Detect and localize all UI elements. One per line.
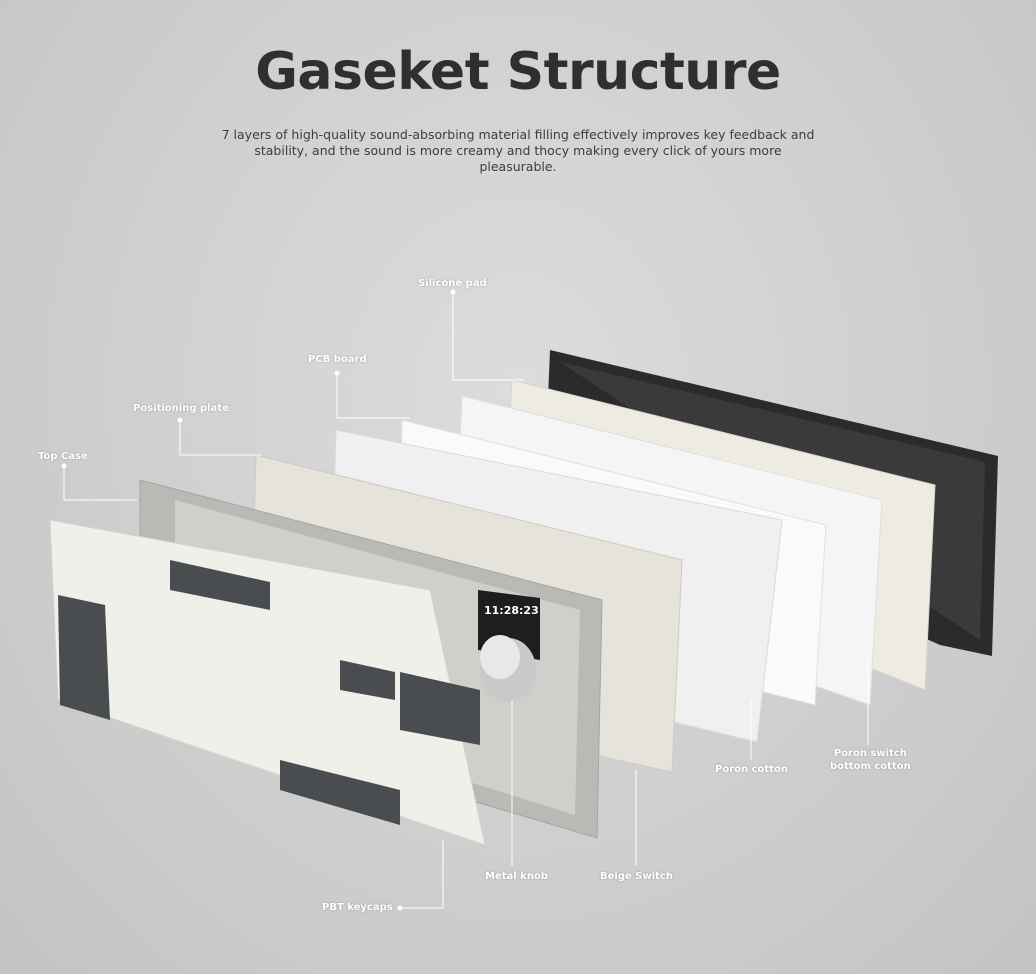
label-pbt-keycaps: PBT keycaps [322, 902, 393, 913]
label-poron-cotton: Poron cotton [715, 764, 788, 775]
label-line-1: Poron switch [833, 748, 907, 759]
label-pcb-board: PCB board [308, 354, 367, 365]
page-subtitle: 7 layers of high-quality sound-absorbing… [221, 127, 815, 174]
label-poron-switch-bottom-cotton: Poron switch bottom cotton [830, 747, 911, 773]
label-beige-switch: Beige Switch [600, 871, 673, 882]
leader-lines [63, 292, 869, 909]
metal-knob [480, 635, 536, 702]
screen-time: 11:28:23 [484, 604, 539, 617]
label-positioning-plate: Positioning plate [133, 403, 229, 414]
label-top-case: Top Case [38, 451, 88, 462]
page-title: Gaseket Structure [255, 42, 781, 102]
label-line-2: bottom cotton [830, 761, 911, 772]
label-metal-knob: Metal knob [485, 871, 548, 882]
keycaps-layer [49, 519, 486, 846]
label-silicone-pad: Silicone pad [418, 278, 487, 289]
